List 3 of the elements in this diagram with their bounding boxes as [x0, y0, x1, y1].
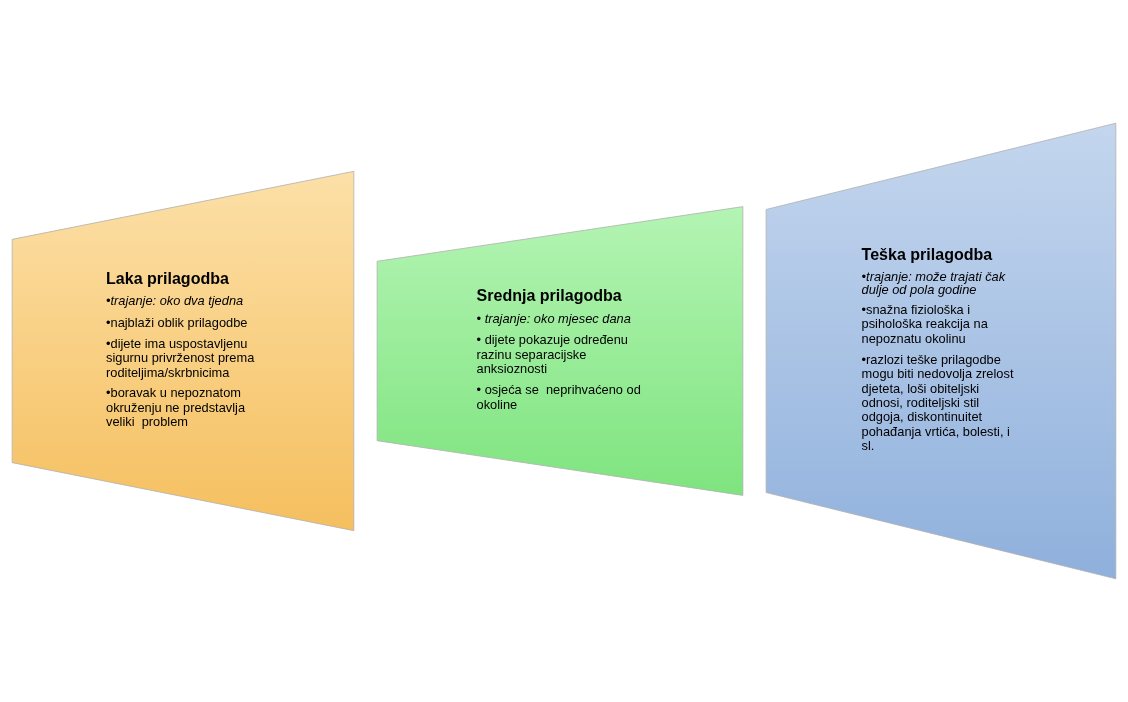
node-box: Laka prilagodba •trajanje: oko dva tjedna •najblaži oblik prilagodbe •dijete ima uspostavljenu sigurnu privrženost prema roditeljima/skrbnicima •boravak u nepoznatom okruženju ne predstavlja veliki problem [11, 170, 355, 532]
node-box: Srednja prilagodba • trajanje: oko mjesec dana • dijete pokazuje određenu razinu separacijske anksioznosti • osjeća se neprihvaćeno od okoline [376, 206, 744, 496]
node-box: Teška prilagodba •trajanje: može trajati čak dulje od pola godine •snažna fiziološka i psihološka reakcija na nepoznatu okolinu •razlozi teške prilagodbe mogu biti nedovolja zrelost djeteta, loši obiteljski odnosi, roditeljski stil odgoja, diskontinuitet pohađanja vrtića, bolesti, i sl. [765, 122, 1117, 580]
